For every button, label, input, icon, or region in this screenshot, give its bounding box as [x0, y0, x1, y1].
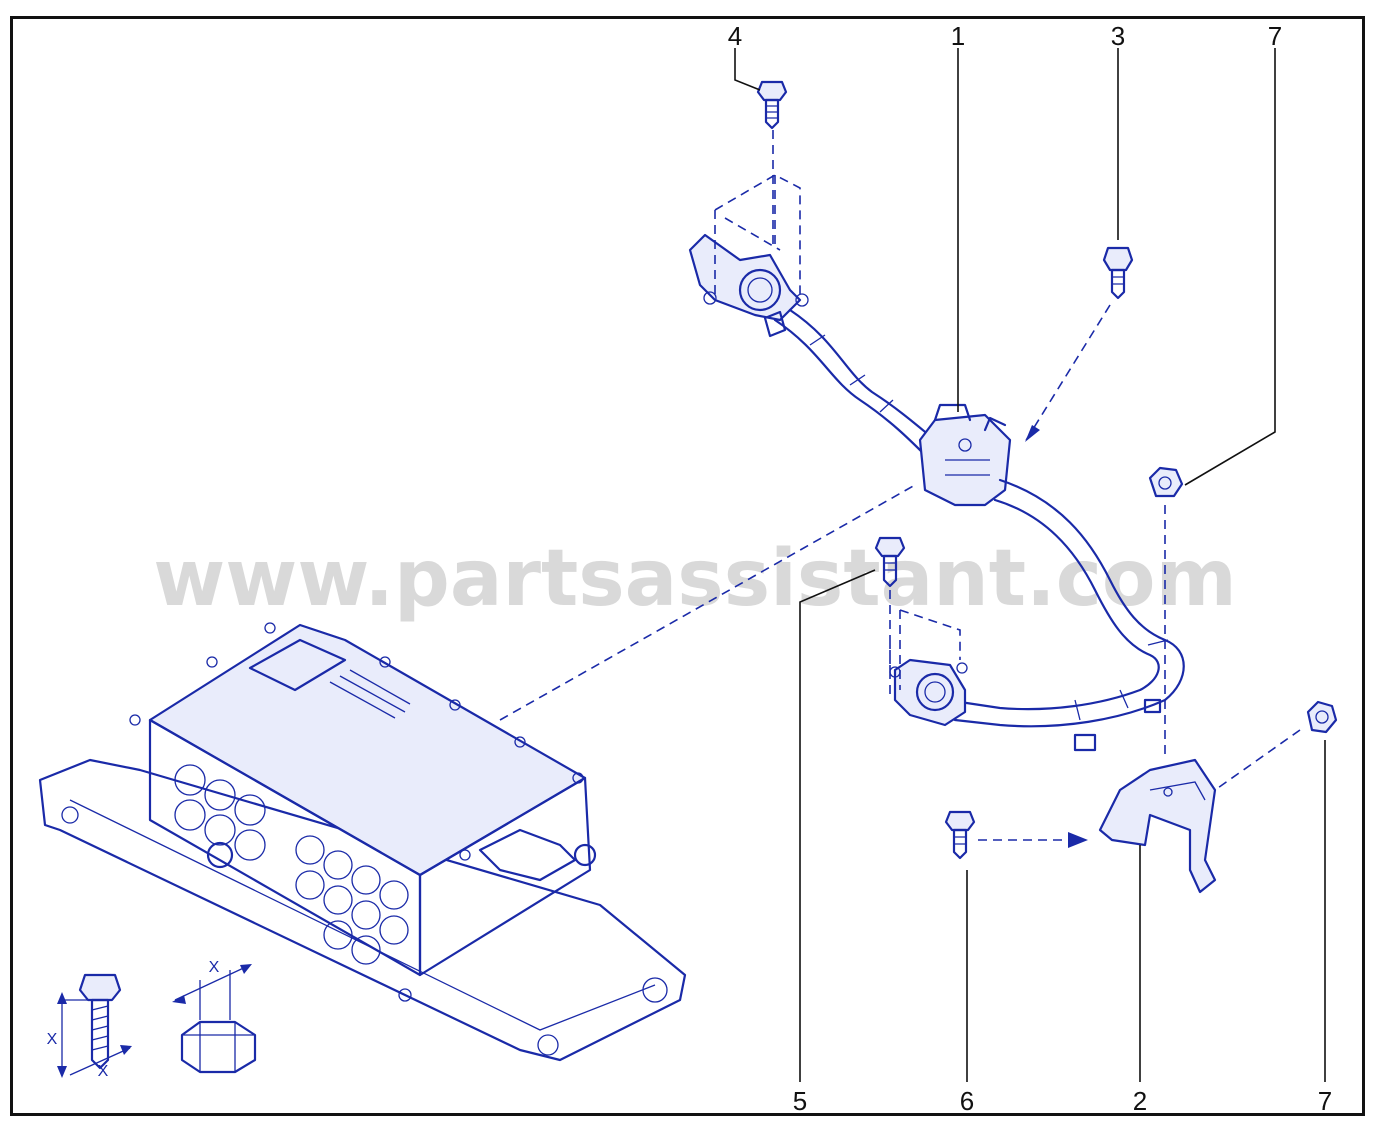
- nut-dimension-legend: X: [172, 959, 257, 1074]
- callout-2: 2: [1133, 1086, 1147, 1116]
- arrow-bolt-6: [1068, 832, 1088, 848]
- bolt-thread-label: X: [98, 1063, 109, 1080]
- bolt-4: [756, 80, 788, 130]
- nut-7-top: [1148, 466, 1184, 498]
- leader-lines: [734, 48, 1326, 1082]
- bolt-3: [1102, 246, 1134, 300]
- bolt-5: [874, 536, 906, 588]
- callout-4: 4: [728, 21, 742, 51]
- callout-3: 3: [1111, 21, 1125, 51]
- bracket-2: [1098, 758, 1217, 894]
- callout-6: 6: [960, 1086, 974, 1116]
- alignment-line-bolt-3: [1024, 304, 1111, 443]
- arrow-bolt-3: [1025, 425, 1040, 442]
- bolt-dimension-legend: X X: [47, 973, 132, 1080]
- inverter-unit: [38, 622, 687, 1062]
- bolt-length-label: X: [47, 1031, 58, 1048]
- alignment-lines-bolt-5: [889, 590, 961, 700]
- callout-1: 1: [951, 21, 965, 51]
- alignment-line-inverter: [499, 484, 916, 721]
- nut-size-label: X: [209, 959, 220, 976]
- harness-assembly: [688, 233, 1185, 752]
- alignment-line-nut-7-bottom: [1214, 729, 1301, 791]
- nut-7-bottom: [1306, 700, 1338, 734]
- callout-7-top: 7: [1268, 21, 1282, 51]
- bolt-6: [944, 810, 976, 860]
- callout-5: 5: [793, 1086, 807, 1116]
- callout-7-bottom: 7: [1318, 1086, 1332, 1116]
- alignment-box-bolt-4: [714, 174, 801, 300]
- diagram-frame: [10, 16, 1365, 1116]
- watermark: www.partsassistant.com: [153, 534, 1237, 624]
